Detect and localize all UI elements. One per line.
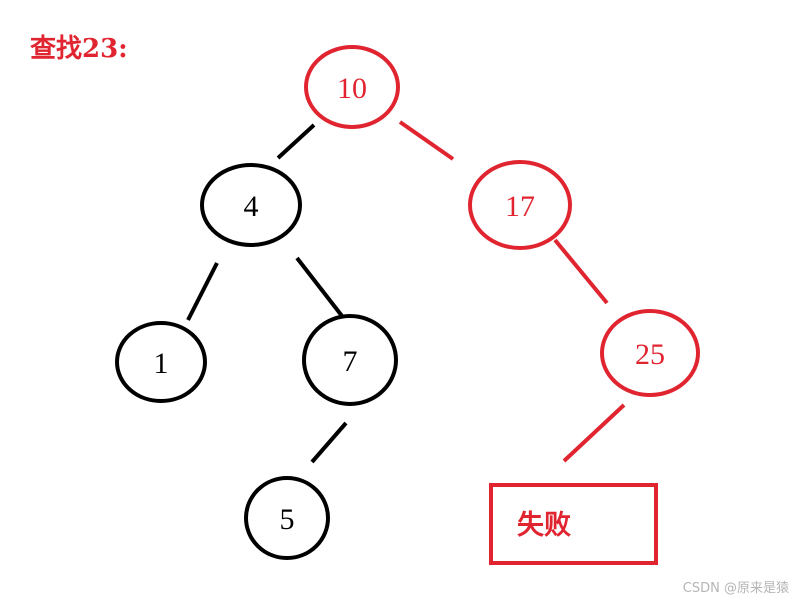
tree-node-label-7: 7 <box>343 345 358 378</box>
tree-edge-n7-n5 <box>310 421 348 464</box>
page-title: 查找23: <box>30 34 128 64</box>
tree-node-label-4: 4 <box>244 190 259 223</box>
tree-node-label-10: 10 <box>337 72 367 105</box>
tree-edge-n4-n1 <box>186 262 219 321</box>
tree-node-circle-17 <box>468 160 572 250</box>
tree-node-circle-25 <box>600 309 700 397</box>
tree-node-circle-4 <box>200 163 302 247</box>
tree-edge-n10-n4 <box>276 123 316 160</box>
tree-node-label-1: 1 <box>154 347 169 380</box>
tree-edge-n25-fail <box>562 403 626 463</box>
tree-node-label-17: 17 <box>505 190 535 223</box>
tree-edge-n4-n7 <box>295 256 344 318</box>
fail-box <box>489 483 658 565</box>
tree-node-label-25: 25 <box>635 338 665 371</box>
tree-node-circle-7 <box>302 314 398 406</box>
tree-edge-n10-n17 <box>398 120 455 161</box>
fail-label: 失败 <box>517 510 571 541</box>
tree-edge-n17-n25 <box>553 238 609 305</box>
tree-node-circle-1 <box>115 321 207 403</box>
tree-node-label-5: 5 <box>280 503 295 536</box>
tree-node-circle-10 <box>304 45 400 129</box>
tree-node-circle-5 <box>244 476 330 560</box>
watermark: CSDN @原来是猿 <box>682 581 789 596</box>
